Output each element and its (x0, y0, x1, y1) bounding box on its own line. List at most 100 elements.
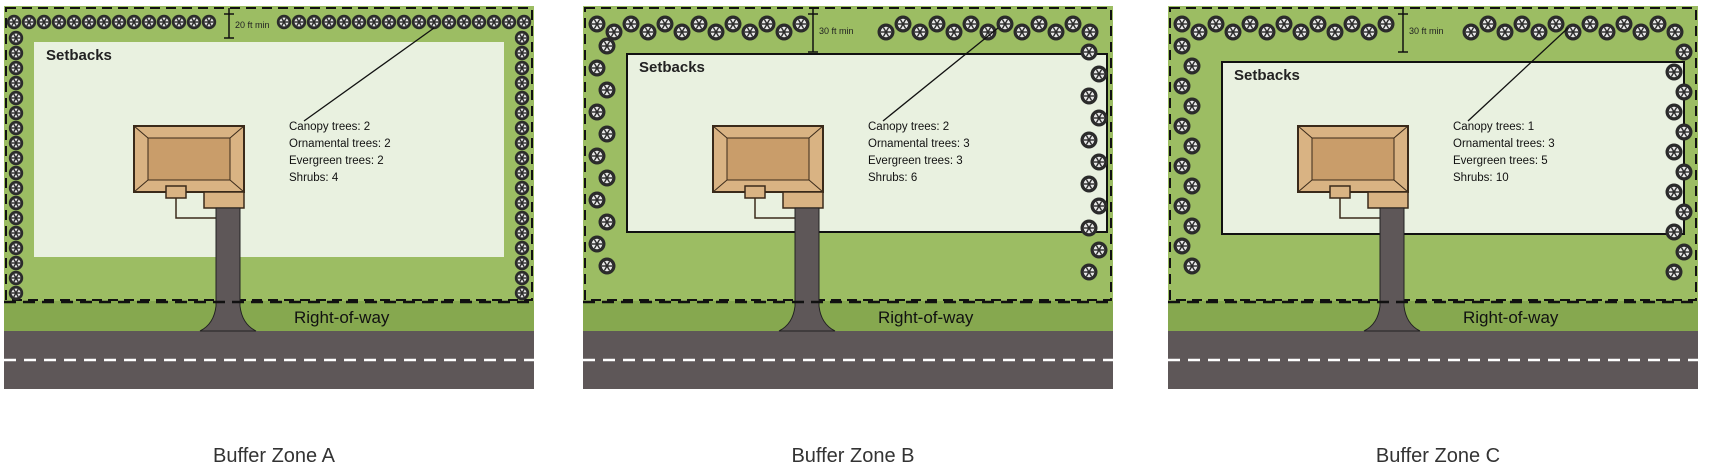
tree-icon (8, 105, 24, 121)
lot-boundary (1169, 7, 1697, 301)
planting-count: Evergreen trees: 5 (1453, 155, 1548, 167)
tree-icon (351, 14, 367, 30)
tree-icon (8, 90, 24, 106)
tree-icon (8, 210, 24, 226)
tree-icon (758, 15, 776, 33)
tree-icon (396, 14, 412, 30)
tree-icon (514, 60, 530, 76)
tree-icon (1581, 15, 1599, 33)
tree-icon (1666, 23, 1684, 41)
tree-icon (1360, 23, 1378, 41)
lot-boundary (5, 7, 533, 301)
right-of-way-label: Right-of-way (1463, 308, 1559, 327)
tree-icon (996, 15, 1014, 33)
tree-icon (673, 23, 691, 41)
tree-icon (514, 135, 530, 151)
planting-count: Shrubs: 10 (1453, 172, 1509, 184)
tree-icon (1598, 23, 1616, 41)
tree-icon (928, 15, 946, 33)
tree-icon (1080, 263, 1098, 281)
tree-icon (141, 14, 157, 30)
tree-icon (6, 14, 22, 30)
tree-icon (1665, 223, 1683, 241)
tree-icon (1292, 23, 1310, 41)
tree-icon (1665, 63, 1683, 81)
tree-icon (36, 14, 52, 30)
tree-icon (1462, 23, 1480, 41)
tree-icon (1183, 57, 1201, 75)
tree-icon (514, 225, 530, 241)
tree-icon (1173, 197, 1191, 215)
driveway (199, 207, 257, 332)
buffer-planting (6, 14, 532, 301)
panel-caption: Buffer Zone B (791, 445, 915, 467)
tree-icon (514, 195, 530, 211)
tree-icon (96, 14, 112, 30)
tree-icon (1496, 23, 1514, 41)
tree-icon (1675, 243, 1693, 261)
tree-icon (1013, 23, 1031, 41)
tree-icon (8, 180, 24, 196)
tree-icon (1173, 15, 1191, 33)
tree-icon (51, 14, 67, 30)
tree-icon (1080, 131, 1098, 149)
tree-icon (441, 14, 457, 30)
tree-icon (598, 169, 616, 187)
tree-icon (8, 120, 24, 136)
leader-line (1467, 27, 1569, 122)
tree-icon (1183, 257, 1201, 275)
tree-icon (1258, 23, 1276, 41)
buffer-width-dimension: 20 ft min (224, 8, 270, 39)
house-icon (133, 125, 245, 209)
tree-icon (1224, 23, 1242, 41)
setback-area (34, 42, 504, 257)
tree-icon (366, 14, 382, 30)
tree-icon (8, 45, 24, 61)
house-icon (1297, 125, 1409, 209)
tree-icon (1377, 15, 1395, 33)
planting-count: Canopy trees: 1 (1453, 121, 1534, 133)
tree-icon (1081, 23, 1099, 41)
tree-icon (276, 14, 292, 30)
tree-icon (381, 14, 397, 30)
tree-icon (1173, 37, 1191, 55)
tree-icon (426, 14, 442, 30)
tree-icon (1080, 175, 1098, 193)
tree-icon (1183, 137, 1201, 155)
tree-icon (186, 14, 202, 30)
tree-icon (1173, 77, 1191, 95)
right-of-way-label: Right-of-way (294, 308, 390, 327)
tree-icon (8, 30, 24, 46)
right-of-way-strip (583, 301, 1113, 331)
tree-icon (1047, 23, 1065, 41)
tree-icon (962, 15, 980, 33)
tree-icon (605, 23, 623, 41)
tree-icon (588, 235, 606, 253)
tree-icon (8, 150, 24, 166)
tree-icon (1675, 123, 1693, 141)
tree-icon (321, 14, 337, 30)
tree-icon (1090, 241, 1108, 259)
tree-icon (516, 14, 532, 30)
tree-icon (598, 125, 616, 143)
walkway (175, 198, 222, 219)
right-of-way-strip (4, 301, 534, 331)
buffer-planting (1173, 15, 1693, 281)
panel-caption: Buffer Zone A (213, 445, 335, 467)
tree-icon (741, 23, 759, 41)
tree-icon (8, 135, 24, 151)
tree-icon (156, 14, 172, 30)
tree-icon (1675, 83, 1693, 101)
tree-icon (1309, 15, 1327, 33)
tree-icon (8, 75, 24, 91)
tree-icon (1090, 109, 1108, 127)
buffer-width-label: 30 ft min (1409, 26, 1444, 36)
tree-icon (1080, 43, 1098, 61)
